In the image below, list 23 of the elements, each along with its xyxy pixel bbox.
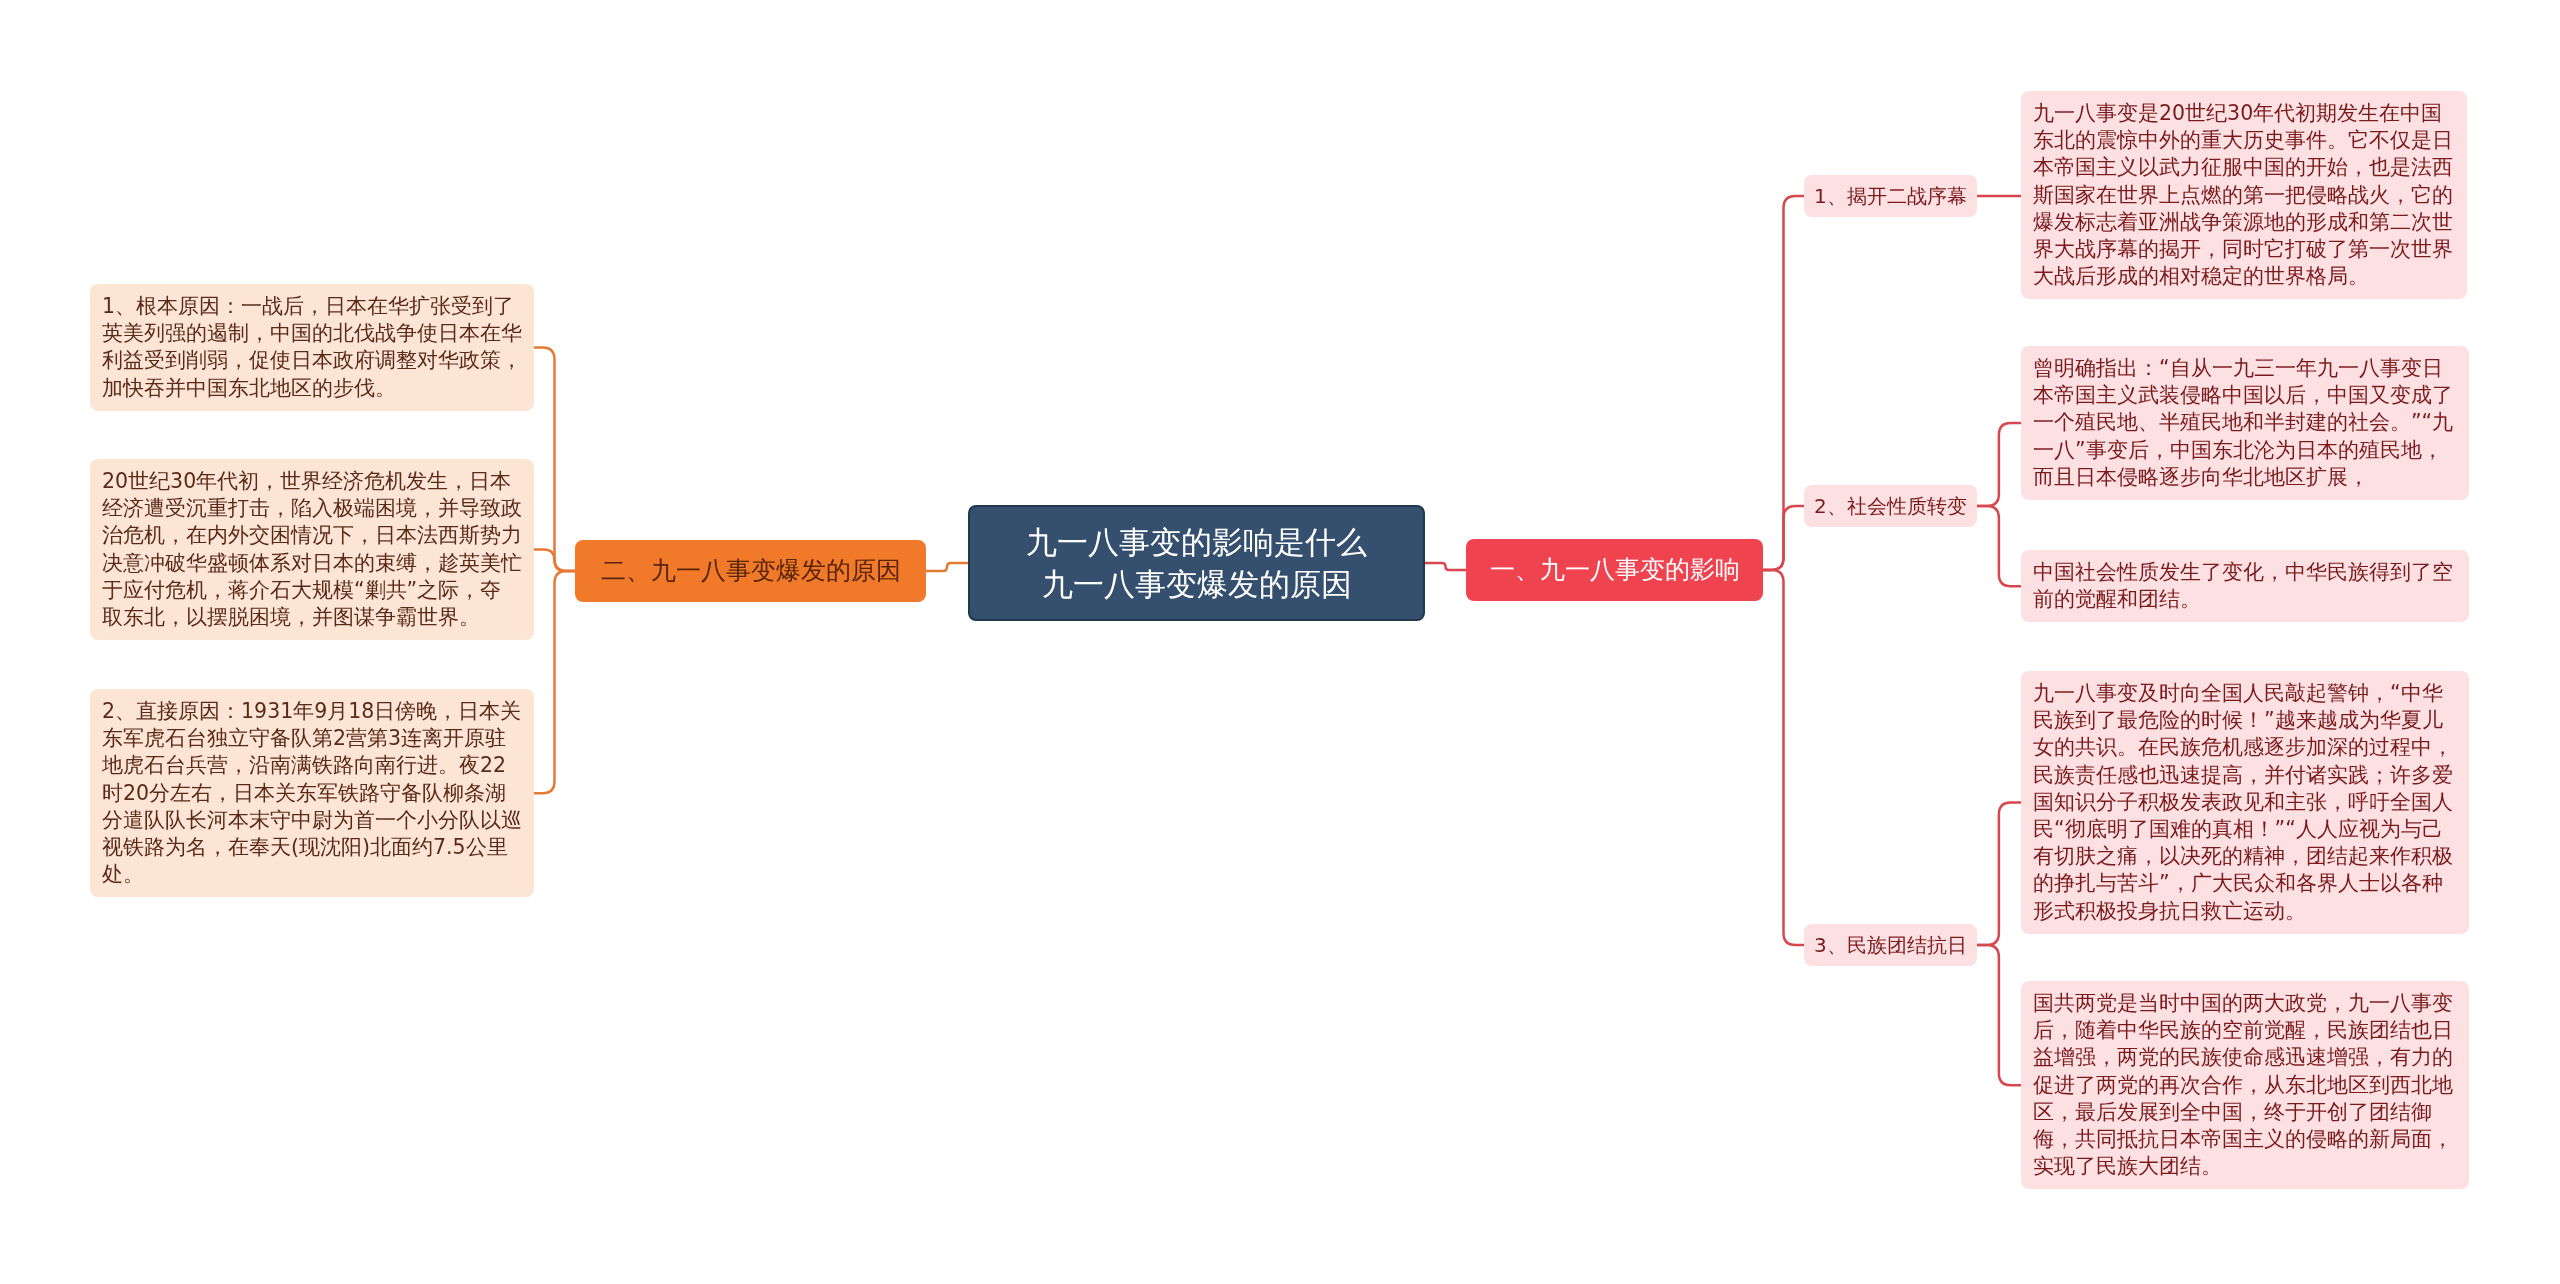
branch-topic: 二、九一八事变爆发的原因 bbox=[575, 540, 926, 602]
note-box: 2、直接原因：1931年9月18日傍晚，日本关东军虎石台独立守备队第2营第3连离开原驻地虎石台兵营，沿南满铁路向南行进。夜22时20分左右，日本关东军铁路守备队柳条湖分遣队队长河本末守中尉为首一个小分队以巡视铁路为名，在奉天(现沈阳)北面约7.5公里处。 bbox=[90, 689, 534, 898]
note-box: 中国社会性质发生了变化，中华民族得到了空前的觉醒和团结。 bbox=[2021, 550, 2469, 623]
note-box: 国共两党是当时中国的两大政党，九一八事变后，随着中华民族的空前觉醒，民族团结也日益增强，两党的民族使命感迅速增强，有力的促进了两党的再次合作，从东北地区到西北地区，最后发展到全中国，终于开创了团结御侮，共同抵抗日本帝国主义的侵略的新局面，实现了民族大团结。 bbox=[2021, 981, 2469, 1190]
topic-text: 九一八事变的影响是什么 bbox=[1025, 523, 1368, 562]
topic-text: 九一八事变爆发的原因 bbox=[1040, 565, 1353, 604]
note-box: 九一八事变是20世纪30年代初期发生在中国东北的震惊中外的重大历史事件。它不仅是日本帝国主义以武力征服中国的开始，也是法西斯国家在世界上点燃的第一把侵略战火，它的爆发标志着亚洲战争策源地的形成和第二次世界大战序幕的揭开，同时它打破了第一次世界大战后形成的相对稳定的世界格局。 bbox=[2021, 91, 2467, 300]
connector-line bbox=[1976, 194, 2021, 198]
note-box: 曾明确指出：“自从一九三一年九一八事变日本帝国主义武装侵略中国以后，中国又变成了一个殖民地、半殖民地和半封建的社会。”“九一八”事变后，中国东北沦为日本的殖民地，而且日本侵略逐步向华北地区扩展， bbox=[2021, 346, 2469, 500]
connector-line bbox=[1425, 561, 1466, 572]
note-box: 1、根本原因：一战后，日本在华扩张受到了英美列强的遏制，中国的北伐战争使日本在华利益受到削弱，促使日本政府调整对华政策，加快吞并中国东北地区的步伐。 bbox=[90, 284, 534, 411]
central-topic bbox=[968, 505, 1425, 621]
subtopic-label: 3、民族团结抗日 bbox=[1804, 924, 1977, 966]
subtopic-label: 2、社会性质转变 bbox=[1804, 485, 1977, 527]
branch-topic: 一、九一八事变的影响 bbox=[1466, 539, 1763, 601]
connector-line bbox=[926, 561, 968, 573]
note-box: 九一八事变及时向全国人民敲起警钟，“中华民族到了最危险的时候！”越来越成为华夏儿女的共识。在民族危机感逐步加深的过程中，民族责任感也迅速提高，并付诸实践；许多爱国知识分子积极发表政见和主张，呼吁全国人民“彻底明了国难的真相！”“人人应视为与己有切肤之痛，以决死的精神，团结起来作积极的挣扎与苦斗”，广大民众和各界人士以各种形式积极投身抗日救亡运动。 bbox=[2021, 671, 2469, 934]
connector-line bbox=[1763, 568, 1804, 947]
connector-line bbox=[534, 569, 575, 795]
connector-line bbox=[1976, 943, 2021, 1087]
subtopic-label: 1、揭开二战序幕 bbox=[1804, 175, 1977, 217]
note-box: 20世纪30年代初，世界经济危机发生，日本经济遭受沉重打击，陷入极端困境，并导致政治危机，在内外交困情况下，日本法西斯势力决意冲破华盛顿体系对日本的束缚，趁英美忙于应付危机，蒋介石大规模“剿共”之际，夺取东北，以摆脱困境，并图谋争霸世界。 bbox=[90, 459, 534, 641]
connector-line bbox=[1976, 504, 2021, 588]
